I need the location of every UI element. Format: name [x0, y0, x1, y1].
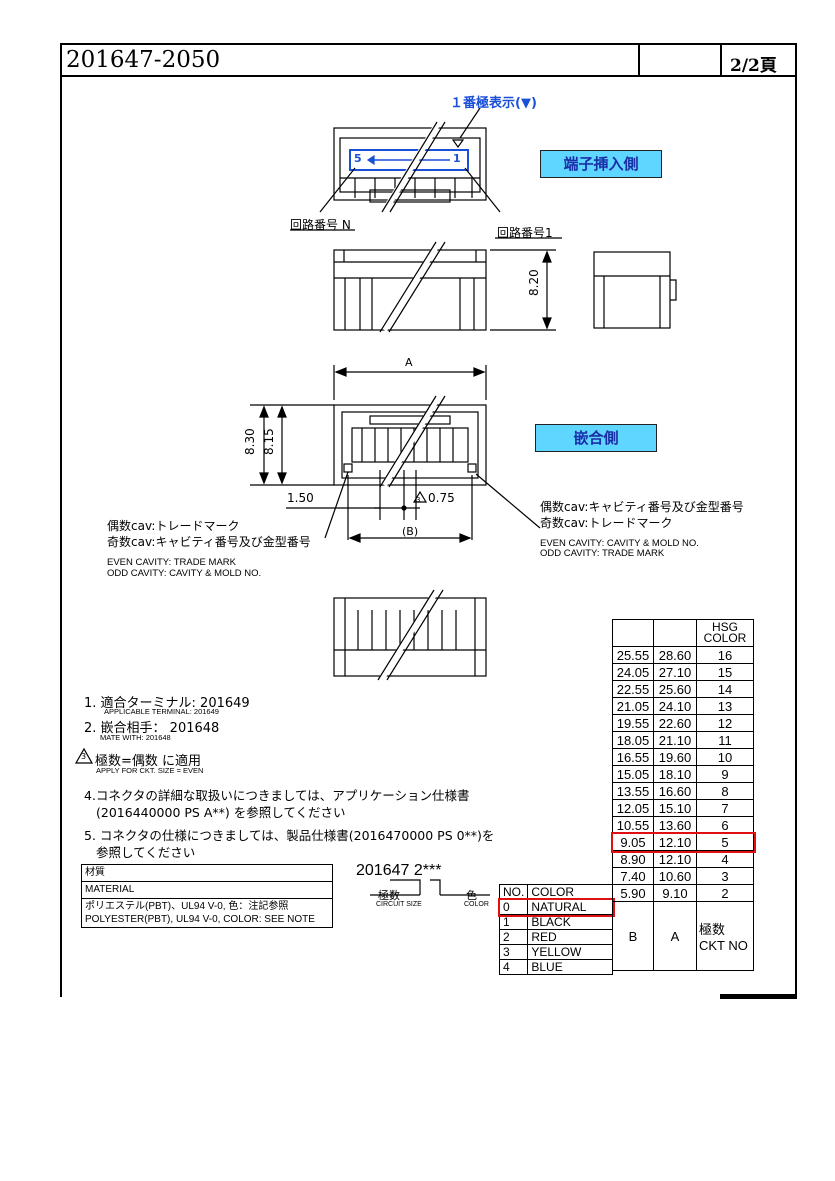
color-jp: 色 [466, 889, 477, 902]
material-box: 材質 MATERIAL ポリエステル(PBT)、UL94 V-0, 色：注記参照… [81, 864, 333, 928]
dim-815: 8.15 [262, 428, 276, 455]
left-note-en-2: ODD CAVITY: CAVITY & MOLD NO. [107, 568, 262, 579]
note-2: 2. 嵌合相手： 201648 [84, 721, 220, 736]
top-view [333, 249, 487, 331]
left-note-2: 奇数cav:キャビティ番号及び金型番号 [107, 535, 311, 549]
dim-075-note-mark: 3 [416, 496, 421, 504]
note-2-en: MATE WITH: 201648 [100, 733, 171, 742]
mating-side-label: 嵌合側 [535, 424, 657, 452]
document-number: 201647-2050 [66, 47, 221, 73]
color-en: COLOR [464, 901, 489, 908]
col-b-label: B [612, 901, 654, 971]
note-4b: (2016440000 PS A**) を参照してください [96, 805, 346, 820]
note-1: 1. 適合ターミナル: 201649 [84, 696, 250, 711]
note-3-mark: 3 [81, 752, 87, 761]
hsg-color-header: HSG COLOR [696, 619, 754, 647]
note-5a: 5. コネクタの仕様につきましては、製品仕様書(2016470000 PS 0*… [84, 828, 495, 843]
circuit-size-en: CIRCUIT SIZE [376, 901, 422, 908]
pin-n-number: 5 [354, 152, 362, 165]
terminal-side-label: 端子挿入側 [540, 150, 662, 178]
material-value-en: POLYESTER(PBT), UL94 V-0, COLOR: SEE NOT… [85, 914, 315, 925]
pin-1-number: 1 [453, 152, 461, 165]
title-block [60, 43, 797, 77]
left-note-en-1: EVEN CAVITY: TRADE MARK [107, 557, 236, 568]
page-number: 2/2頁 [730, 56, 777, 76]
material-label-jp: 材質 [82, 865, 332, 882]
part-code: 201647 2*** [356, 862, 442, 879]
bottom-view [333, 597, 487, 677]
side-view [593, 251, 677, 329]
dim-820: 8.20 [527, 269, 541, 296]
left-note-1: 偶数cav:トレードマーク [107, 519, 240, 533]
pin1-indicator-label: １番極表示(▼) [450, 96, 537, 111]
dim-b: (B) [402, 525, 419, 538]
circuit-size-jp: 極数 [378, 889, 400, 902]
material-label-en: MATERIAL [82, 882, 332, 899]
circuit-1-label: 回路番号1 [497, 226, 553, 240]
dim-830: 8.30 [243, 428, 257, 455]
note-1-en: APPLICABLE TERMINAL: 201649 [104, 707, 219, 716]
dim-075: 0.75 [428, 491, 455, 505]
col-ckt-label: 極数 CKT NO [696, 901, 754, 971]
note-4a: 4.コネクタの詳細な取扱いにつきましては、アプリケーション仕様書 [84, 788, 470, 803]
dim-150: 1.50 [287, 491, 314, 505]
circuit-n-label: 回路番号 N [290, 218, 351, 232]
material-value-jp: ポリエステル(PBT)、UL94 V-0, 色：注記参照 [85, 901, 289, 912]
dim-a: A [405, 356, 413, 369]
right-note-1: 偶数cav:キャビティ番号及び金型番号 [540, 500, 744, 514]
col-a-label: A [653, 901, 697, 971]
note-5b: 参照してください [96, 845, 196, 860]
right-note-en-1: EVEN CAVITY: CAVITY & MOLD NO. [540, 538, 699, 549]
right-note-en-2: ODD CAVITY: TRADE MARK [540, 548, 665, 559]
note-3-en: APPLY FOR CKT. SIZE = EVEN [96, 766, 204, 775]
note-3: 極数=偶数 に適用 [95, 754, 202, 769]
right-note-2: 奇数cav:トレードマーク [540, 516, 673, 530]
